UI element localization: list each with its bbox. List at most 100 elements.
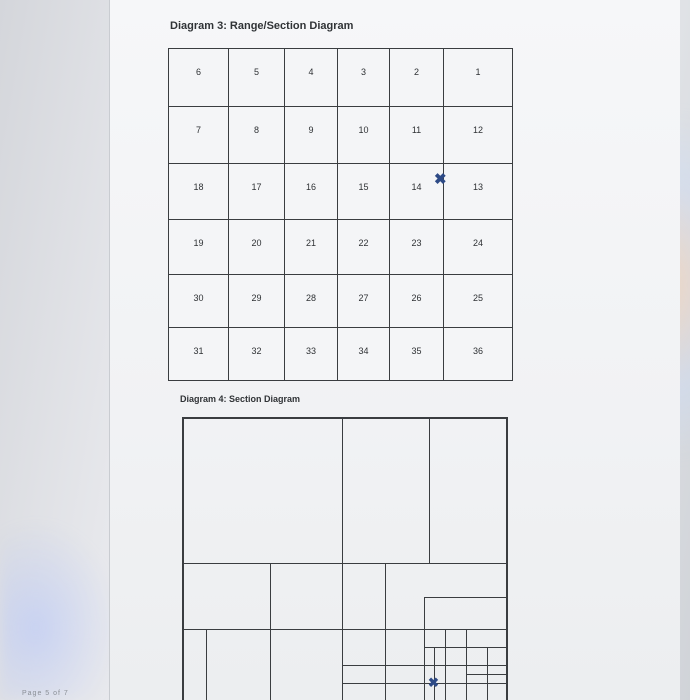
section-number: 11 [411, 125, 422, 135]
section-cell: 11 [390, 107, 444, 164]
section-number: 4 [308, 67, 314, 77]
section-cell: 16 [285, 164, 338, 220]
section-cell: 32 [229, 328, 285, 380]
section-cell: 21 [285, 220, 338, 275]
section-number: 21 [305, 238, 316, 248]
section-number: 29 [251, 293, 262, 303]
range-marker-x: ✖ [434, 171, 447, 188]
section-number: 12 [472, 125, 483, 135]
section-cell: 34 [338, 328, 390, 380]
section-number: 3 [360, 67, 366, 77]
section-number: 13 [472, 182, 483, 192]
top-right-divider [429, 417, 431, 563]
section-number: 1 [475, 67, 481, 77]
section-cell: 8 [229, 107, 285, 164]
section-cell: 23 [390, 220, 444, 275]
bottom-left-vertical-2 [206, 629, 208, 700]
section-cell: 24 [444, 220, 512, 275]
section-number: 26 [411, 293, 422, 303]
camera-glare-left [0, 520, 120, 700]
section-number: 35 [411, 346, 422, 356]
section-cell: 9 [285, 107, 338, 164]
section-number: 16 [305, 182, 316, 192]
section-cell: 14 [390, 164, 444, 220]
section-number: 2 [413, 67, 419, 77]
section-number: 8 [253, 125, 259, 135]
section-cell: 10 [338, 107, 390, 164]
page-footer: Page 5 of 7 [22, 690, 69, 697]
section-number: 28 [305, 293, 316, 303]
section-number: 15 [358, 182, 369, 192]
quarter-divider-horizontal [182, 563, 508, 565]
section-number: 34 [358, 346, 369, 356]
section-cell: 4 [285, 49, 338, 107]
section-number: 14 [411, 182, 422, 192]
section-cell: 18 [169, 164, 229, 220]
section-cell: 20 [229, 220, 285, 275]
section-number: 23 [411, 238, 422, 248]
section-cell: 26 [390, 275, 444, 328]
bottom-right-horizontal-2 [342, 629, 508, 631]
bottom-left-vertical-1 [270, 563, 272, 700]
diagram3-title: Diagram 3: Range/Section Diagram [170, 20, 354, 32]
section-number: 17 [251, 182, 262, 192]
section-number: 36 [472, 346, 483, 356]
bottom-right-vertical-3 [466, 629, 468, 700]
bottom-right-horizontal-3 [342, 665, 508, 667]
section-cell: 2 [390, 49, 444, 107]
bottom-right-vertical-2 [424, 597, 426, 700]
section-number: 6 [195, 67, 201, 77]
section-cell: 7 [169, 107, 229, 164]
bottom-right-horizontal-5 [342, 683, 508, 685]
section-cell: 36 [444, 328, 512, 380]
quarter-divider-vertical [342, 417, 344, 700]
section-cell: 22 [338, 220, 390, 275]
section-border-right [506, 417, 508, 700]
section-number: 25 [472, 293, 483, 303]
section-cell: 5 [229, 49, 285, 107]
section-number: 19 [193, 238, 204, 248]
section-cell: 13 ✖ [434, 164, 512, 220]
section-number: 5 [253, 67, 259, 77]
section-cell: 19 [169, 220, 229, 275]
section-cell: 25 [444, 275, 512, 328]
bottom-right-horizontal-4 [424, 647, 508, 649]
section-border-top [182, 417, 508, 419]
section-number: 30 [193, 293, 204, 303]
bottom-right-horizontal-6 [466, 674, 508, 676]
section-border-left [182, 417, 184, 700]
section-marker-x: ✖ [428, 675, 439, 690]
bottom-right-vertical-1 [385, 563, 387, 700]
section-number: 32 [251, 346, 262, 356]
bottom-left-horizontal [182, 629, 342, 631]
section-cell: 15 [338, 164, 390, 220]
section-number: 20 [251, 238, 262, 248]
section-cell: 17 [229, 164, 285, 220]
section-number: 10 [358, 125, 369, 135]
section-number: 18 [193, 182, 204, 192]
section-diagram [182, 417, 508, 700]
section-cell: 27 [338, 275, 390, 328]
section-number: 7 [195, 125, 201, 135]
section-cell: 35 [390, 328, 444, 380]
section-cell: 31 [169, 328, 229, 380]
section-cell: 12 [444, 107, 512, 164]
section-cell: 6 [169, 49, 229, 107]
section-number: 22 [358, 238, 369, 248]
bottom-right-vertical-5 [487, 647, 489, 700]
bottom-right-horizontal-1 [424, 597, 508, 599]
section-cell: 29 [229, 275, 285, 328]
section-cell: 28 [285, 275, 338, 328]
diagram4-title: Diagram 4: Section Diagram [180, 394, 301, 404]
section-cell: 1 [444, 49, 512, 107]
bottom-right-vertical-6 [434, 647, 436, 700]
section-number: 24 [472, 238, 483, 248]
section-number: 9 [308, 125, 314, 135]
section-cell: 30 [169, 275, 229, 328]
section-number: 31 [193, 346, 204, 356]
section-cell: 3 [338, 49, 390, 107]
section-number: 33 [305, 346, 316, 356]
section-cell: 33 [285, 328, 338, 380]
